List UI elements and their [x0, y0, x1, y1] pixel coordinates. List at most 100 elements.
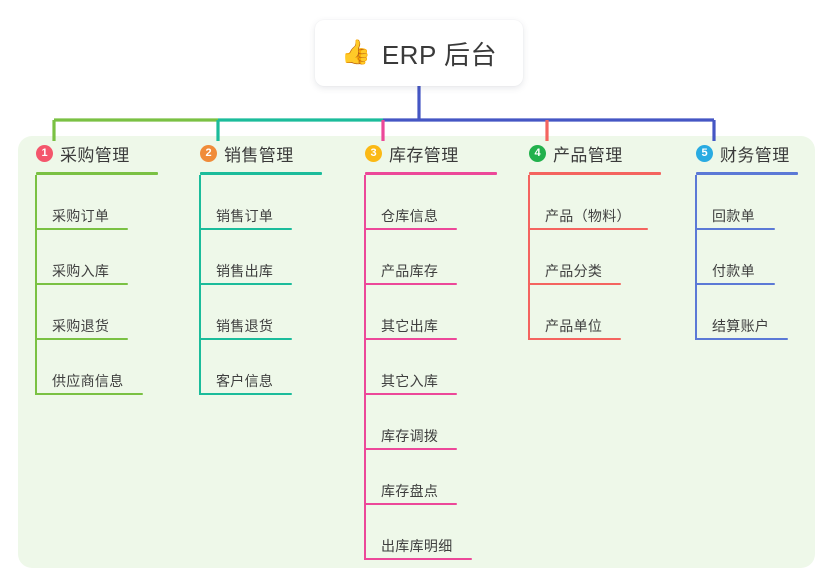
branch-header-4[interactable]: 4 产品管理 — [511, 136, 681, 170]
branch-column-2: 2 销售管理销售订单销售出库销售退货客户信息 — [182, 136, 342, 395]
branch-columns: 1 采购管理采购订单采购入库采购退货供应商信息 2 销售管理销售订单销售出库销售退货客… — [18, 136, 815, 568]
leaf-item[interactable]: 仓库信息 — [347, 175, 517, 230]
leaf-item-underline — [528, 228, 648, 230]
branch-underline — [365, 172, 497, 175]
leaf-item-underline — [364, 448, 457, 450]
leaf-item[interactable]: 采购入库 — [18, 230, 178, 285]
branch-number-badge: 3 — [365, 144, 382, 162]
leaf-item-underline — [695, 228, 775, 230]
branch-header-2[interactable]: 2 销售管理 — [182, 136, 342, 170]
leaf-item-label: 其它入库 — [381, 373, 439, 389]
leaf-item[interactable]: 库存调拨 — [347, 395, 517, 450]
leaf-item-underline — [35, 393, 143, 395]
leaf-item[interactable]: 销售出库 — [182, 230, 342, 285]
branch-title: 财务管理 — [720, 145, 790, 165]
branch-title: 采购管理 — [60, 145, 130, 165]
leaf-item-label: 结算账户 — [712, 318, 770, 334]
leaf-item-underline — [364, 503, 457, 505]
leaf-item-label: 采购入库 — [52, 263, 110, 279]
branch-items: 回款单付款单结算账户 — [678, 175, 818, 340]
leaf-item-underline — [35, 338, 128, 340]
branch-header-1[interactable]: 1 采购管理 — [18, 136, 178, 170]
leaf-item-underline — [364, 558, 472, 560]
leaf-item-underline — [364, 228, 457, 230]
leaf-item-label: 产品（物料） — [545, 208, 631, 224]
branch-number-badge: 1 — [36, 144, 53, 162]
leaf-item[interactable]: 结算账户 — [678, 285, 818, 340]
leaf-item-underline — [35, 283, 128, 285]
leaf-item-label: 付款单 — [712, 263, 755, 279]
leaf-item-underline — [199, 228, 292, 230]
leaf-item-label: 产品单位 — [545, 318, 603, 334]
leaf-item[interactable]: 产品分类 — [511, 230, 681, 285]
leaf-item[interactable]: 采购订单 — [18, 175, 178, 230]
leaf-item-label: 产品库存 — [381, 263, 439, 279]
leaf-item[interactable]: 回款单 — [678, 175, 818, 230]
branch-spine — [695, 175, 697, 340]
branch-number-badge: 4 — [529, 144, 546, 162]
leaf-item-label: 采购订单 — [52, 208, 110, 224]
leaf-item[interactable]: 供应商信息 — [18, 340, 178, 395]
branch-underline — [696, 172, 798, 175]
leaf-item[interactable]: 出库库明细 — [347, 505, 517, 560]
leaf-item-underline — [528, 283, 621, 285]
leaf-item-label: 仓库信息 — [381, 208, 439, 224]
root-node[interactable]: 👍 ERP 后台 — [315, 20, 523, 86]
leaf-item-label: 回款单 — [712, 208, 755, 224]
branch-number-badge: 5 — [696, 144, 713, 162]
leaf-item-label: 产品分类 — [545, 263, 603, 279]
leaf-item[interactable]: 产品（物料） — [511, 175, 681, 230]
leaf-item-underline — [199, 393, 292, 395]
leaf-item-underline — [528, 338, 621, 340]
branch-underline — [36, 172, 158, 175]
leaf-item[interactable]: 销售退货 — [182, 285, 342, 340]
branch-column-4: 4 产品管理产品（物料） 产品分类产品单位 — [511, 136, 681, 340]
branch-title: 产品管理 — [553, 145, 623, 165]
leaf-item[interactable]: 其它出库 — [347, 285, 517, 340]
branch-spine — [364, 175, 366, 560]
branch-title: 销售管理 — [224, 145, 294, 165]
branch-items: 仓库信息产品库存其它出库其它入库库存调拨库存盘点出库库明细 — [347, 175, 517, 560]
branch-number-badge: 2 — [200, 144, 217, 162]
diagram-panel — [18, 136, 815, 568]
leaf-item-label: 销售出库 — [216, 263, 274, 279]
branch-title: 库存管理 — [389, 145, 459, 165]
leaf-item[interactable]: 客户信息 — [182, 340, 342, 395]
branch-column-5: 5 财务管理回款单付款单结算账户 — [678, 136, 818, 340]
root-title: ERP 后台 — [381, 39, 498, 70]
leaf-item-underline — [35, 228, 128, 230]
leaf-item-underline — [364, 393, 457, 395]
branch-underline — [200, 172, 322, 175]
leaf-item[interactable]: 产品库存 — [347, 230, 517, 285]
branch-items: 销售订单销售出库销售退货客户信息 — [182, 175, 342, 395]
leaf-item[interactable]: 库存盘点 — [347, 450, 517, 505]
leaf-item-label: 出库库明细 — [381, 538, 453, 554]
branch-spine — [35, 175, 37, 395]
leaf-item[interactable]: 其它入库 — [347, 340, 517, 395]
branch-spine — [528, 175, 530, 340]
leaf-item-underline — [364, 338, 457, 340]
leaf-item-label: 库存调拨 — [381, 428, 439, 444]
leaf-item[interactable]: 产品单位 — [511, 285, 681, 340]
leaf-item-label: 库存盘点 — [381, 483, 439, 499]
leaf-item-label: 采购退货 — [52, 318, 110, 334]
branch-underline — [529, 172, 661, 175]
leaf-item[interactable]: 付款单 — [678, 230, 818, 285]
branch-header-5[interactable]: 5 财务管理 — [678, 136, 818, 170]
branch-spine — [199, 175, 201, 395]
branch-column-3: 3 库存管理仓库信息产品库存其它出库其它入库库存调拨库存盘点出库库明细 — [347, 136, 517, 560]
leaf-item-label: 销售退货 — [216, 318, 274, 334]
leaf-item-label: 客户信息 — [216, 373, 274, 389]
leaf-item-underline — [199, 283, 292, 285]
leaf-item-label: 供应商信息 — [52, 373, 124, 389]
branch-column-1: 1 采购管理采购订单采购入库采购退货供应商信息 — [18, 136, 178, 395]
leaf-item[interactable]: 销售订单 — [182, 175, 342, 230]
branch-header-3[interactable]: 3 库存管理 — [347, 136, 517, 170]
leaf-item-label: 其它出库 — [381, 318, 439, 334]
leaf-item[interactable]: 采购退货 — [18, 285, 178, 340]
leaf-item-underline — [695, 283, 775, 285]
leaf-item-underline — [695, 338, 788, 340]
leaf-item-underline — [364, 283, 457, 285]
branch-items: 产品（物料） 产品分类产品单位 — [511, 175, 681, 340]
thumbs-up-icon: 👍 — [340, 39, 371, 66]
